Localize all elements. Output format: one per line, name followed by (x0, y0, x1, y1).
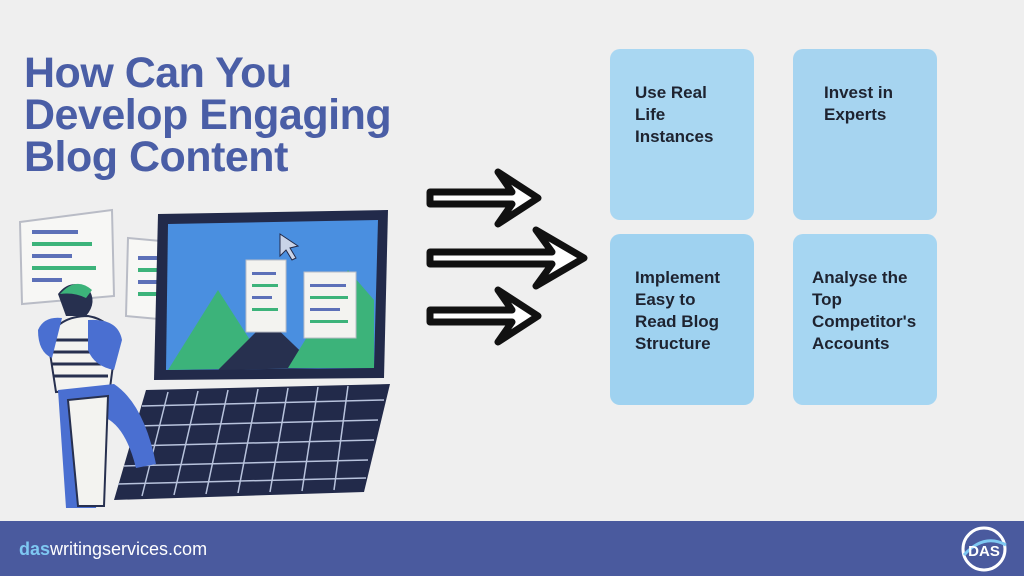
arrows-group (426, 168, 588, 346)
card-invest-in-experts: Invest in Experts (793, 49, 937, 220)
person-laptop-illustration (18, 208, 390, 508)
card-text: Analyse the Top Competitor's Accounts (812, 268, 917, 353)
site-prefix: das (19, 539, 51, 559)
card-real-life-instances: Use Real Life Instances (610, 49, 754, 220)
card-text: Use Real Life Instances (635, 83, 714, 146)
right-arrow-icon (426, 226, 588, 290)
right-arrow-icon (426, 286, 542, 346)
right-arrow-icon (426, 168, 542, 228)
floating-panel-1 (18, 208, 116, 306)
site-link[interactable]: daswritingservices.com (19, 539, 207, 560)
page-title: How Can You Develop Engaging Blog Conten… (24, 49, 444, 181)
card-text: Implement Easy to Read Blog Structure (635, 268, 721, 353)
das-logo: DAS (961, 526, 1007, 572)
cursor-icon (279, 233, 300, 261)
card-text: Invest in Experts (824, 83, 893, 124)
site-rest: writingservices.com (50, 539, 208, 559)
footer-bar: daswritingservices.com DAS (0, 521, 1024, 576)
card-blog-structure: Implement Easy to Read Blog Structure (610, 234, 754, 405)
title-line-2: Develop Engaging (24, 91, 392, 139)
title-line-3: Blog Content (24, 133, 288, 181)
title-line-1: How Can You (24, 49, 292, 97)
laptop-keyboard (114, 384, 390, 500)
card-competitor-accounts: Analyse the Top Competitor's Accounts (793, 234, 937, 405)
person-figure (38, 283, 156, 508)
logo-text: DAS (968, 543, 1000, 560)
